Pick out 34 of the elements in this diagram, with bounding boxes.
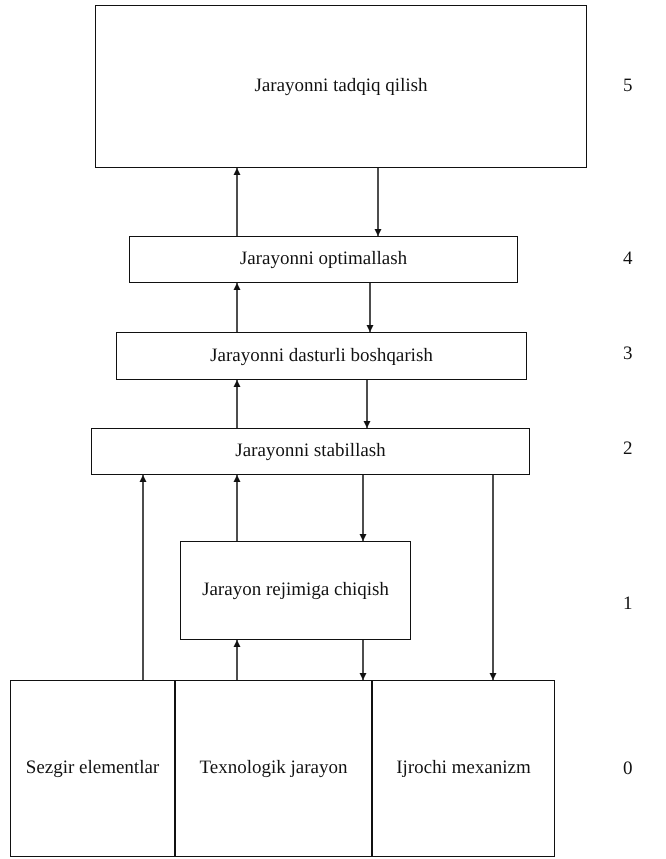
level-number: 3 [623,343,632,365]
process-box [372,680,555,857]
box-label: Sezgir elementlar [26,756,160,780]
level-number: 5 [623,75,632,97]
arrow [360,475,366,541]
level-number: 2 [623,438,632,460]
level-number: 4 [623,248,632,270]
box-label: Jarayonni dasturli boshqarish [210,344,433,368]
box-label: Jarayonni optimallash [240,247,408,272]
process-box [116,332,527,380]
arrow [234,640,240,680]
arrow [140,475,146,680]
box-label: Texnologik jarayon [200,756,348,780]
box-label: Ijrochi mexanizm [396,756,531,780]
arrow [360,640,366,680]
arrow [374,168,382,236]
process-box [180,541,411,640]
box-label: Jarayonni tadqiq qilish [254,74,428,98]
process-box [129,236,518,283]
arrow [366,283,374,332]
box-label: Jarayon rejimiga chiqish [202,578,389,602]
arrow [234,283,240,332]
process-box [10,680,175,857]
process-box [91,428,530,475]
arrow [234,380,240,428]
arrow [364,380,370,428]
process-box [175,680,372,857]
arrow [234,475,240,541]
process-box [95,5,587,168]
box-label: Jarayonni stabillash [235,439,386,464]
arrow [234,168,240,236]
level-number: 0 [623,758,632,780]
arrow [490,475,496,680]
level-number: 1 [623,593,632,615]
